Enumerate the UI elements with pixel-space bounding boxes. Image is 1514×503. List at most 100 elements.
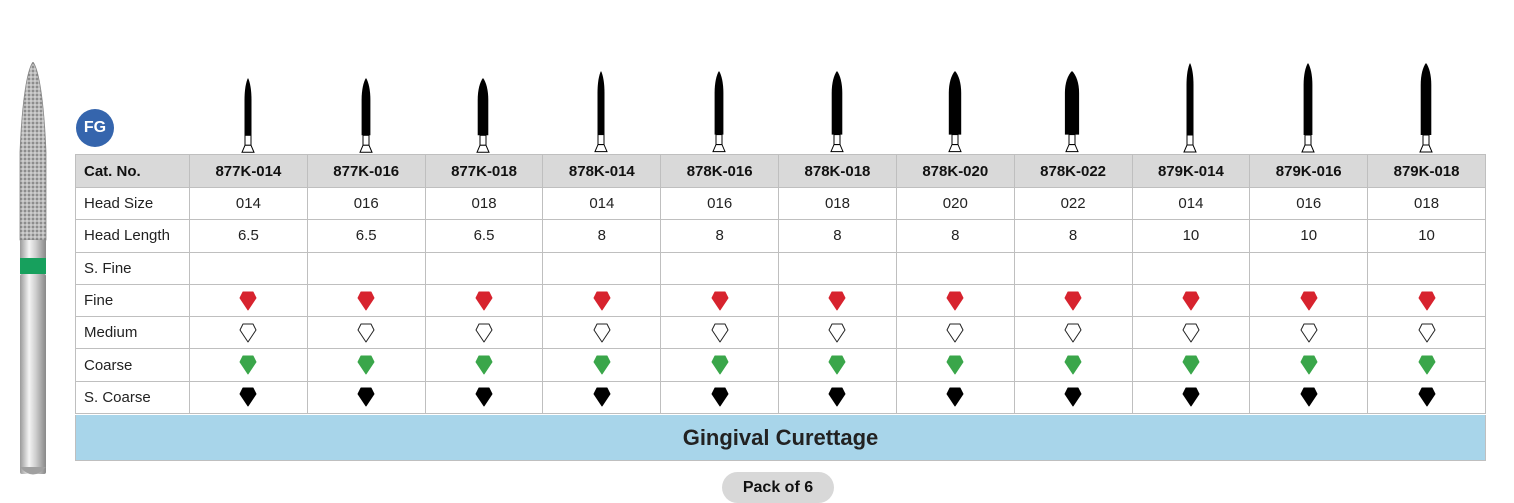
- black-gem-icon: [946, 387, 964, 407]
- row-label: Head Length: [75, 219, 190, 253]
- green-gem-icon: [711, 355, 729, 375]
- grit-cell: [189, 283, 308, 318]
- white-gem-icon: [239, 323, 257, 343]
- pack-label: Pack of 6: [742, 478, 814, 496]
- cat-no-cell: 878K-020: [895, 154, 1015, 188]
- white-gem-icon: [593, 323, 611, 343]
- table-cell: 6.5: [424, 219, 544, 253]
- bur-silhouette: [1131, 63, 1249, 155]
- green-gem-icon: [239, 355, 257, 375]
- pack-badge: Pack of 6: [722, 472, 834, 503]
- grit-cell: [1367, 251, 1486, 285]
- bur-shape-icon: [594, 71, 609, 153]
- grit-cell: [1013, 380, 1133, 415]
- white-gem-icon: [1300, 323, 1318, 343]
- red-gem-icon: [946, 291, 964, 311]
- bur-shape-icon: [1065, 71, 1080, 153]
- green-gem-icon: [946, 355, 964, 375]
- table-cell: 018: [1367, 186, 1486, 221]
- white-gem-icon: [1418, 323, 1436, 343]
- table-cell: 6.5: [306, 219, 426, 253]
- grit-cell: [1013, 251, 1133, 285]
- row-label: Head Size: [75, 186, 190, 221]
- white-gem-icon: [711, 323, 729, 343]
- row-label: Medium: [75, 316, 190, 350]
- white-gem-icon: [946, 323, 964, 343]
- bur-shape-icon: [947, 71, 962, 153]
- grit-cell: [660, 283, 780, 318]
- cat-no-cell: 879K-014: [1131, 154, 1251, 188]
- grit-cell: [306, 251, 426, 285]
- grit-cell: [424, 283, 544, 318]
- green-gem-icon: [1418, 355, 1436, 375]
- bur-silhouette: [307, 70, 425, 155]
- table-cell: 014: [542, 186, 662, 221]
- grit-cell: [1131, 316, 1251, 350]
- table-cell: 020: [895, 186, 1015, 221]
- grit-cell: [1131, 348, 1251, 382]
- grit-cell: [424, 348, 544, 382]
- table-cell: 016: [1249, 186, 1369, 221]
- bur-silhouette-row: [189, 63, 1485, 155]
- table-cell: 8: [895, 219, 1015, 253]
- grit-cell: [895, 348, 1015, 382]
- green-gem-icon: [593, 355, 611, 375]
- black-gem-icon: [711, 387, 729, 407]
- bur-silhouette: [778, 70, 896, 155]
- row-label: S. Fine: [75, 251, 190, 285]
- black-gem-icon: [1300, 387, 1318, 407]
- grit-cell: [189, 251, 308, 285]
- grit-cell: [1249, 316, 1369, 350]
- grit-row: Fine: [75, 283, 1486, 318]
- grit-cell: [895, 380, 1015, 415]
- red-gem-icon: [239, 291, 257, 311]
- table-cell: 016: [660, 186, 780, 221]
- grit-cell: [1013, 316, 1133, 350]
- cat-no-cell: 879K-016: [1249, 154, 1369, 188]
- bur-silhouette: [542, 70, 660, 155]
- cat-no-header: Cat. No.: [75, 154, 190, 188]
- red-gem-icon: [475, 291, 493, 311]
- grit-cell: [424, 251, 544, 285]
- diamond-bur-image: [19, 62, 47, 475]
- bur-silhouette: [189, 70, 307, 155]
- cat-no-cell: 878K-018: [778, 154, 897, 188]
- red-gem-icon: [357, 291, 375, 311]
- grit-cell: [189, 316, 308, 350]
- table-cell: 018: [424, 186, 544, 221]
- grit-cell: [1249, 348, 1369, 382]
- grit-cell: [1367, 316, 1486, 350]
- white-gem-icon: [475, 323, 493, 343]
- cat-no-cell: 877K-014: [189, 154, 308, 188]
- bur-silhouette: [1014, 70, 1132, 155]
- grit-cell: [306, 348, 426, 382]
- fg-badge: FG: [76, 109, 114, 147]
- table-cell: 8: [660, 219, 780, 253]
- red-gem-icon: [1418, 291, 1436, 311]
- row-label: Coarse: [75, 348, 190, 382]
- grit-cell: [542, 316, 662, 350]
- white-gem-icon: [1182, 323, 1200, 343]
- black-gem-icon: [828, 387, 846, 407]
- grit-cell: [1367, 283, 1486, 318]
- cat-no-cell: 877K-016: [306, 154, 426, 188]
- grit-cell: [1131, 283, 1251, 318]
- fg-badge-label: FG: [83, 119, 107, 136]
- red-gem-icon: [711, 291, 729, 311]
- table-cell: 6.5: [189, 219, 308, 253]
- red-gem-icon: [593, 291, 611, 311]
- grit-cell: [1367, 380, 1486, 415]
- white-gem-icon: [1064, 323, 1082, 343]
- application-caption: Gingival Curettage: [75, 415, 1486, 461]
- bur-silhouette: [425, 70, 543, 155]
- grit-cell: [306, 380, 426, 415]
- grit-cell: [1131, 380, 1251, 415]
- grit-cell: [1013, 283, 1133, 318]
- table-cell: 8: [542, 219, 662, 253]
- grit-cell: [542, 380, 662, 415]
- table-cell: 014: [1131, 186, 1251, 221]
- table-cell: 10: [1367, 219, 1486, 253]
- grit-cell: [895, 251, 1015, 285]
